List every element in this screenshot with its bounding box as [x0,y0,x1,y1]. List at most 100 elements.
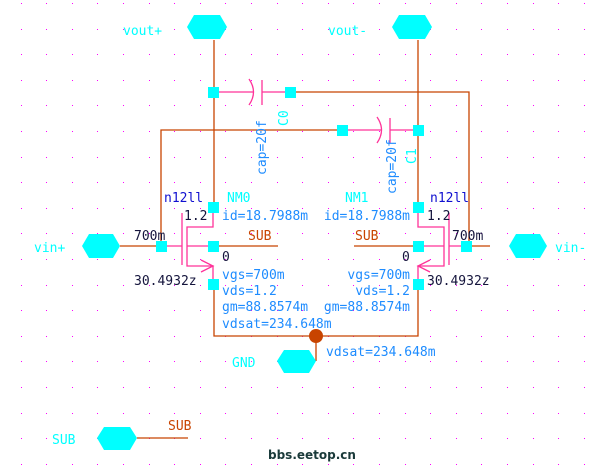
grid-dot [277,157,278,158]
grid-dot [481,208,482,209]
grid-dot [481,285,482,286]
grid-dot [97,54,98,55]
grid-dot [123,54,124,55]
grid-dot [277,387,278,388]
vin-plus-label: vin+ [34,241,65,256]
grid-dot [379,208,380,209]
grid-dot [533,80,534,81]
grid-dot [174,413,175,414]
grid-dot [225,208,226,209]
grid-dot [21,336,22,337]
grid-dot [149,3,150,4]
grid-dot [21,3,22,4]
grid-dot [507,336,508,337]
grid-dot [149,157,150,158]
grid-dot [456,157,457,158]
grid-dot [72,413,73,414]
grid-dot [584,438,585,439]
vin-plus-pin[interactable] [82,234,120,258]
nm1-vds: vds=1.2 [355,284,410,299]
vout-minus-pin[interactable] [392,15,432,39]
grid-dot [558,3,559,4]
grid-dot [251,131,252,132]
grid-dot [21,131,22,132]
vin-minus-pin[interactable] [509,234,547,258]
grid-dot [328,29,329,30]
grid-dot [558,105,559,106]
grid-dot [97,259,98,260]
grid-dot [277,438,278,439]
sub-pin[interactable] [97,427,137,450]
nm1-body: 0 [402,250,410,265]
grid-dot [353,105,354,106]
grid-dot [225,54,226,55]
grid-dot [481,54,482,55]
grid-dot [46,80,47,81]
nm1-gm: gm=88.8574m [324,300,410,315]
grid-dot [353,310,354,311]
grid-dot [533,464,534,465]
vout-plus-pin[interactable] [187,15,227,39]
grid-dot [149,29,150,30]
grid-dot [21,413,22,414]
capacitor-c1[interactable] [342,116,418,144]
grid-dot [481,310,482,311]
grid-dot [72,208,73,209]
grid-dot [379,131,380,132]
nm0-gm: gm=88.8574m [222,300,308,315]
grid-dot [97,105,98,106]
grid-dot [174,361,175,362]
gnd-pin[interactable] [277,350,316,373]
grid-dot [251,3,252,4]
grid-dot [200,131,201,132]
grid-dot [174,310,175,311]
grid-dot [430,131,431,132]
grid-dot [200,285,201,286]
c0-name: C0 [277,110,292,126]
grid-dot [174,285,175,286]
grid-dot [277,54,278,55]
grid-dot [558,438,559,439]
grid-dot [558,285,559,286]
grid-dot [277,310,278,311]
grid-dot [456,464,457,465]
transistor-nm0[interactable] [162,207,215,284]
grid-dot [123,131,124,132]
grid-dot [328,438,329,439]
grid-dot [149,131,150,132]
grid-dot [72,259,73,260]
grid-dot [481,29,482,30]
grid-dot [379,285,380,286]
grid-dot [277,3,278,4]
grid-dot [277,259,278,260]
grid-dot [584,413,585,414]
grid-dot [277,131,278,132]
grid-dot [200,54,201,55]
grid-dot [251,438,252,439]
grid-dot [405,310,406,311]
nm1-model: n12ll [430,191,469,206]
grid-dot [21,361,22,362]
grid-dot [277,80,278,81]
grid-dot [97,80,98,81]
grid-dot [149,208,150,209]
grid-dot [200,310,201,311]
grid-dot [200,105,201,106]
grid-dot [97,29,98,30]
grid-dot [353,387,354,388]
grid-dot [533,310,534,311]
grid-dot [302,233,303,234]
grid-dot [353,29,354,30]
grid-dot [251,310,252,311]
grid-dot [456,131,457,132]
transistor-nm1[interactable] [416,207,466,284]
grid-dot [481,182,482,183]
grid-dot [379,182,380,183]
grid-dot [353,233,354,234]
capacitor-c0[interactable] [214,78,290,106]
grid-dot [533,208,534,209]
grid-dot [533,336,534,337]
grid-dot [46,233,47,234]
grid-dot [149,80,150,81]
